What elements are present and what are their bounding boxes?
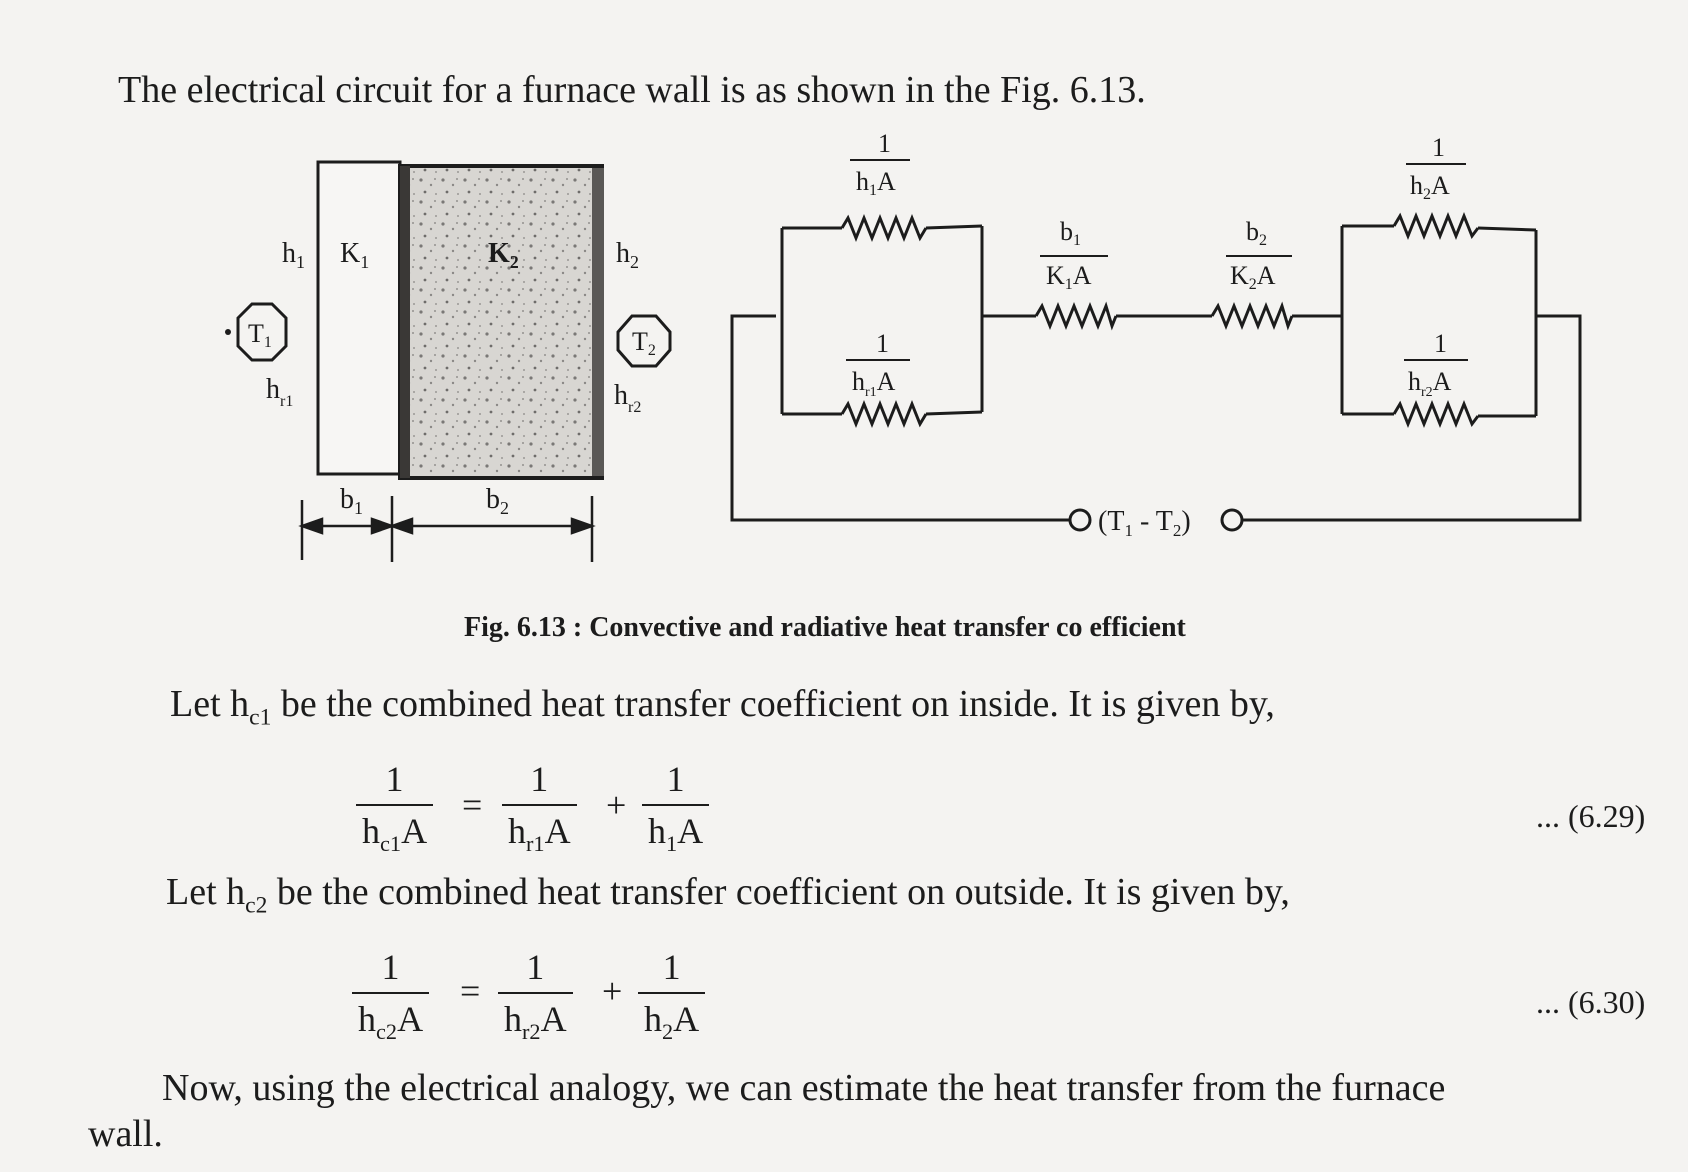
layer-k1 <box>316 160 402 476</box>
r3-num: b1 <box>1060 217 1081 249</box>
eq1-term2: 1 h1A <box>642 758 710 857</box>
figure-6-13: h1 K1 K2 h2 hr1 hr2 T1 T2 b1 b2 <box>225 129 1582 562</box>
r5-den: h2A <box>1410 171 1450 203</box>
label-b2: b2 <box>486 484 509 518</box>
r4-num: b2 <box>1246 217 1267 249</box>
eq1-number: ... (6.29) <box>1536 798 1646 834</box>
svg-text:T2: T2 <box>632 327 656 359</box>
label-h1: h1 <box>282 238 305 272</box>
eq2-plus: + <box>602 971 623 1011</box>
paragraph-analogy-end: wall. <box>88 1113 163 1155</box>
circuit-drawing <box>730 211 1582 532</box>
r3-den: K1A <box>1046 261 1092 293</box>
wall-drawing: h1 K1 K2 h2 hr1 hr2 T1 T2 b1 b2 <box>225 160 672 562</box>
label-k2: K2 <box>488 238 519 272</box>
eq2-term1: 1 hr2A <box>498 946 573 1045</box>
svg-text:T1: T1 <box>248 319 272 351</box>
paragraph-inside: Let hc1 be the combined heat transfer co… <box>170 683 1275 731</box>
r6-num: 1 <box>1434 329 1447 358</box>
r6-den: hr2A <box>1408 367 1452 400</box>
t1-node: T1 <box>225 302 288 362</box>
r1-den: h1A <box>856 167 896 199</box>
label-hr1: hr1 <box>266 374 293 410</box>
r5-num: 1 <box>1432 133 1445 162</box>
eq2-number: ... (6.30) <box>1536 984 1646 1020</box>
label-hr2: hr2 <box>614 380 641 416</box>
r2-num: 1 <box>876 329 889 358</box>
paragraph-outside: Let hc2 be the combined heat transfer co… <box>166 871 1290 919</box>
circuit-labels: 1 h1A 1 hr1A b1 K1A b2 K2A 1 h2A 1 hr2A … <box>846 129 1468 540</box>
eq1-term1: 1 hr1A <box>502 758 577 857</box>
eq2-equals: = <box>460 971 481 1011</box>
eq1-lhs: 1 hc1A <box>356 758 434 857</box>
dimension-lines <box>298 496 596 562</box>
layer-k2 <box>398 164 604 480</box>
eq1-equals: = <box>462 785 483 825</box>
label-h2: h2 <box>616 238 639 272</box>
intro-text: The electrical circuit for a furnace wal… <box>118 69 1146 111</box>
label-b1: b1 <box>340 484 363 518</box>
t2-node: T2 <box>616 314 672 368</box>
figure-caption: Fig. 6.13 : Convective and radiative hea… <box>464 612 1186 643</box>
r2-den: hr1A <box>852 367 896 400</box>
paragraph-analogy: Now, using the electrical analogy, we ca… <box>162 1067 1446 1109</box>
eq1-plus: + <box>606 785 627 825</box>
label-k1: K1 <box>340 238 369 272</box>
eq2-lhs: 1 hc2A <box>352 946 430 1045</box>
source-label: (T1 - T2) <box>1098 506 1191 540</box>
eq2-term2: 1 h2A <box>638 946 706 1045</box>
r1-num: 1 <box>878 129 891 158</box>
r4-den: K2A <box>1230 261 1276 293</box>
